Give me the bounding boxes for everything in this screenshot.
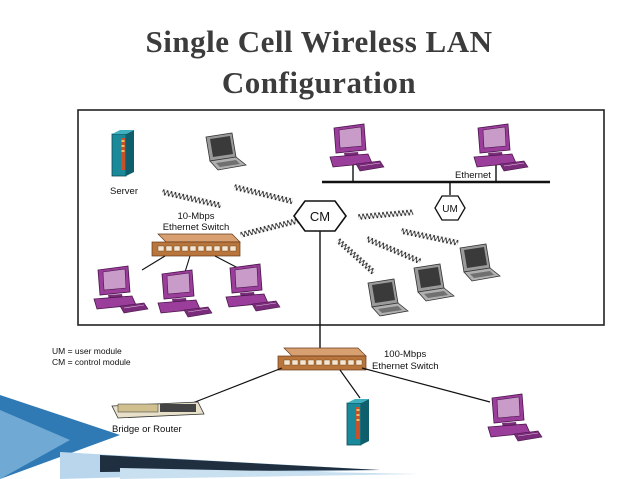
switch-10mbps-links — [141, 255, 239, 273]
switch-100mbps-label-line2: Ethernet Switch — [372, 361, 439, 372]
pc-icon — [93, 265, 149, 314]
switch-10mbps-label-line2: Ethernet Switch — [163, 222, 230, 233]
um-label: UM — [442, 204, 458, 215]
switch-100mbps-label-line1: 100-Mbps — [384, 349, 426, 360]
control-module-hexagon: CM — [293, 200, 347, 232]
user-module-hexagon: UM — [434, 195, 466, 221]
server-icon — [346, 398, 370, 446]
switch-100mbps-links — [189, 367, 491, 405]
legend-cm: CM = control module — [52, 357, 131, 367]
wireless-cell-boundary — [77, 109, 605, 326]
slide-title-line1: Single Cell Wireless LAN — [145, 24, 493, 59]
server-label: Server — [110, 186, 138, 197]
laptop-icon — [205, 132, 247, 171]
server-icon — [111, 129, 135, 177]
switch-10mbps-label-line1: 10-Mbps — [178, 211, 215, 222]
legend-um: UM = user module — [52, 346, 122, 356]
pc-icon — [487, 393, 543, 442]
cm-label: CM — [310, 209, 330, 224]
laptop-icon — [459, 243, 501, 282]
slide-title-line2: Configuration — [221, 65, 417, 100]
wireless-links — [161, 184, 459, 275]
pc-icon — [329, 123, 385, 172]
laptop-icon — [367, 278, 409, 317]
pc-icon — [225, 263, 281, 312]
bridge-router-icon — [111, 401, 205, 419]
bridge-router-label: Bridge or Router — [112, 424, 182, 435]
pc-icon — [473, 123, 529, 172]
slide-corner-decoration — [0, 395, 420, 479]
switch-10mbps-icon — [151, 233, 241, 257]
switch-100mbps-icon — [277, 347, 367, 371]
ethernet-label: Ethernet — [455, 170, 491, 181]
laptop-icon — [413, 263, 455, 302]
pc-icon — [157, 269, 213, 318]
